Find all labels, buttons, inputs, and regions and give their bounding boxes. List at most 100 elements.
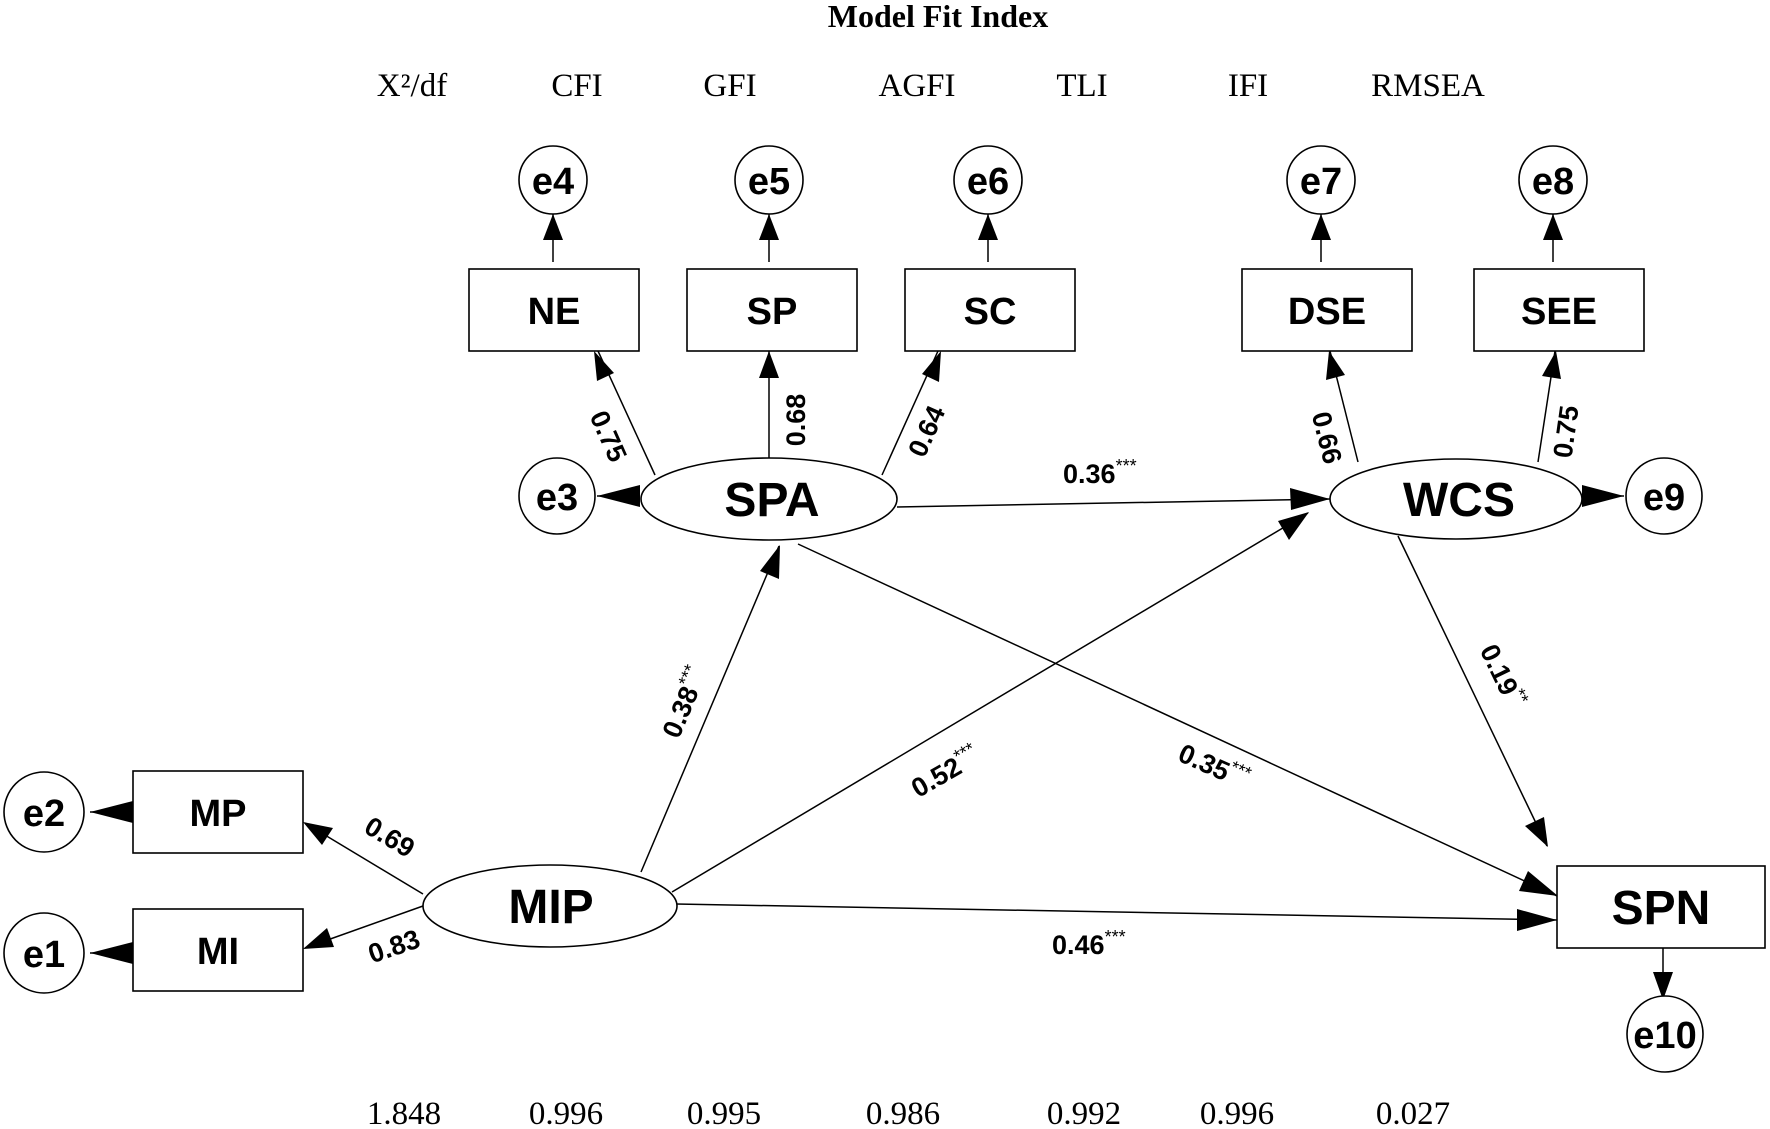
fit-header-tli: TLI	[1056, 68, 1107, 104]
fit-header-gfi: GFI	[703, 68, 756, 104]
arrow-sp-e5	[759, 214, 779, 240]
coef-wcs-dse: 0.66	[1306, 409, 1348, 467]
arrow-spa-sp	[759, 351, 779, 378]
observed-node-dse	[1241, 268, 1413, 352]
observed-label-dse: DSE	[1288, 291, 1366, 333]
error-label-e2: e2	[23, 793, 65, 835]
error-terms: e4 e5 e6 e7 e8 e3 e9 e2 e1 e10	[3, 145, 1704, 1073]
arrow-mp-e2	[90, 801, 133, 823]
coef-mip-mp: 0.69	[359, 811, 420, 864]
arrow-mip-mi	[303, 928, 334, 949]
error-node-e4	[518, 145, 588, 215]
observed-node-sp	[686, 268, 858, 352]
observed-variables: NE SP SC DSE SEE MP MI SPN	[132, 268, 1766, 992]
coef-spa-sc: 0.64	[902, 401, 951, 461]
error-node-e10	[1626, 995, 1704, 1073]
fit-header-rmsea: RMSEA	[1371, 68, 1485, 104]
coef-mip-mi: 0.83	[364, 924, 423, 969]
observed-node-spn	[1556, 865, 1766, 949]
fit-header-chi-df: X²/df	[377, 68, 447, 104]
error-label-e3: e3	[536, 477, 578, 519]
observed-label-ne: NE	[528, 291, 581, 333]
fit-value-ifi: 0.996	[1200, 1096, 1274, 1129]
coef-mip-wcs: 0.52***	[905, 738, 985, 803]
error-label-e1: e1	[23, 934, 65, 976]
latent-node-mip	[422, 864, 678, 948]
error-node-e6	[953, 145, 1023, 215]
fit-value-chi-df: 1.848	[367, 1096, 441, 1129]
fit-value-agfi: 0.986	[866, 1096, 940, 1129]
arrow-mi-e1	[90, 942, 133, 964]
error-label-e5: e5	[748, 161, 790, 203]
path-arrows	[90, 214, 1673, 1000]
coef-spa-spn: 0.35***	[1174, 735, 1255, 795]
observed-node-mi	[132, 908, 304, 992]
error-label-e10: e10	[1633, 1015, 1696, 1057]
latent-node-wcs	[1329, 458, 1583, 540]
fit-value-rmsea: 0.027	[1376, 1096, 1450, 1129]
coef-spa-wcs-stars: ***	[1116, 456, 1137, 476]
latent-label-spa: SPA	[724, 474, 819, 527]
fit-values: 1.848 0.996 0.995 0.986 0.992 0.996 0.02…	[367, 1096, 1450, 1129]
observed-node-ne	[468, 268, 640, 352]
coef-spa-spn-value: 0.35	[1174, 738, 1234, 787]
error-node-e9	[1625, 457, 1703, 535]
arrow-spa-e3	[597, 485, 640, 507]
coef-mip-spn-stars: ***	[1105, 927, 1126, 947]
coef-mip-spn: 0.46***	[1052, 927, 1126, 960]
arrow-spa-wcs	[1290, 488, 1330, 510]
arrow-spn-e10	[1653, 972, 1673, 1000]
error-label-e9: e9	[1643, 477, 1685, 519]
arrow-mip-mp	[303, 822, 333, 845]
error-label-e7: e7	[1300, 161, 1342, 203]
observed-label-sp: SP	[747, 291, 798, 333]
fit-header-ifi: IFI	[1228, 68, 1268, 104]
arrow-spa-spn	[1519, 871, 1558, 896]
error-label-e6: e6	[967, 161, 1009, 203]
arrow-mip-wcs	[1278, 512, 1309, 540]
fit-title: Model Fit Index	[828, 0, 1048, 34]
error-node-e8	[1518, 145, 1588, 215]
fit-value-cfi: 0.996	[529, 1096, 603, 1129]
coef-wcs-spn: 0.19**	[1474, 638, 1533, 712]
error-node-e3	[518, 457, 596, 535]
observed-label-spn: SPN	[1612, 882, 1711, 935]
arrow-wcs-see	[1542, 351, 1561, 379]
error-label-e8: e8	[1532, 161, 1574, 203]
coef-spa-sp: 0.68	[781, 394, 811, 447]
arrow-ne-e4	[543, 214, 563, 240]
error-node-e7	[1286, 145, 1356, 215]
observed-label-mp: MP	[190, 793, 247, 835]
coef-spa-wcs: 0.36***	[1063, 456, 1137, 489]
error-node-e1	[3, 912, 85, 994]
arrow-sc-e6	[978, 214, 998, 240]
observed-node-mp	[132, 770, 304, 854]
fit-value-tli: 0.992	[1047, 1096, 1121, 1129]
coef-mip-spn-value: 0.46	[1052, 930, 1105, 960]
fit-header-cfi: CFI	[551, 68, 602, 104]
observed-label-sc: SC	[964, 291, 1017, 333]
error-node-e2	[3, 771, 85, 853]
arrow-wcs-dse	[1326, 351, 1345, 380]
arrow-wcs-e9	[1582, 485, 1624, 507]
observed-node-sc	[904, 268, 1076, 352]
latent-label-wcs: WCS	[1403, 474, 1515, 527]
observed-label-mi: MI	[197, 931, 239, 973]
arrow-spa-ne	[594, 351, 614, 381]
coef-mip-spa: 0.38***	[654, 662, 713, 743]
observed-node-see	[1473, 268, 1645, 352]
arrow-spa-sc	[922, 351, 941, 382]
arrow-wcs-spn	[1525, 817, 1548, 847]
coef-wcs-see: 0.75	[1548, 404, 1585, 460]
latent-variables: SPA WCS MIP	[422, 457, 1583, 948]
coef-mip-spa-value: 0.38	[657, 682, 705, 742]
coef-spa-ne: 0.75	[584, 406, 633, 466]
arrow-mip-spa	[760, 545, 780, 579]
error-node-e5	[734, 145, 804, 215]
observed-label-see: SEE	[1521, 291, 1597, 333]
error-label-e4: e4	[532, 161, 574, 203]
fit-value-gfi: 0.995	[687, 1096, 761, 1129]
arrow-mip-spn	[1517, 909, 1557, 931]
latent-node-spa	[640, 457, 898, 541]
